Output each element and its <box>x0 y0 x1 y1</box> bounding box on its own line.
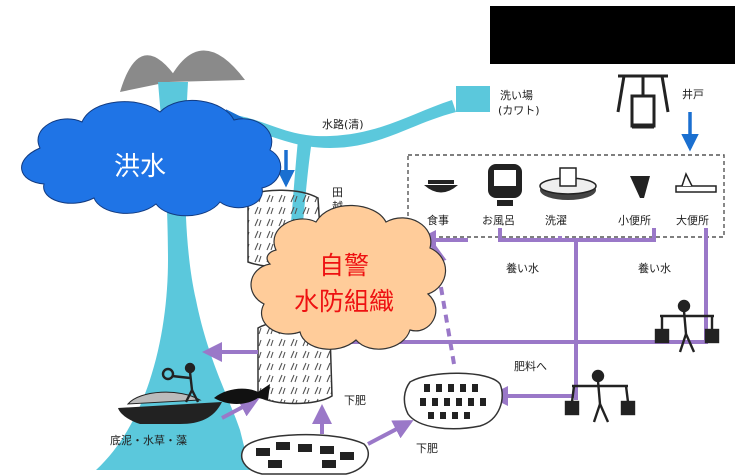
toilet-icon <box>675 172 717 193</box>
town-houses <box>256 442 354 468</box>
vegetable-field <box>403 372 503 430</box>
bath-icon <box>488 164 522 206</box>
purple-arrow-to-plots <box>367 420 414 446</box>
porter-right <box>654 299 720 353</box>
washing-place-basin <box>456 86 490 112</box>
mountain-right <box>168 50 245 82</box>
rice-field-label-2: 越 <box>332 199 343 213</box>
fertilize-label-2: 下肥 <box>416 442 438 455</box>
flood-cloud <box>21 99 282 217</box>
rice-field-label-1: 田 <box>332 186 343 199</box>
well-icon <box>616 74 670 129</box>
porter-middle <box>564 369 636 423</box>
bath-label: お風呂 <box>482 214 515 227</box>
to-fertilizer-label: 肥料へ <box>514 359 547 373</box>
fisher-figure <box>161 362 200 403</box>
waterway-label: 水路(清) <box>322 118 364 131</box>
well-label: 井戸 <box>682 87 704 101</box>
boat <box>118 402 222 424</box>
kawato-label: (カワト) <box>498 104 540 117</box>
household-box <box>407 154 725 238</box>
patrol-label-line1: 自警 <box>319 251 369 280</box>
washing-place-label: 洗い場 <box>500 89 533 102</box>
boat-load <box>126 391 202 405</box>
urinal-icon <box>630 176 650 198</box>
nourish-water-label-1: 養い水 <box>506 261 539 275</box>
fertilize-label-1: 下肥 <box>344 394 366 407</box>
sediment-label: 底泥・水草・藻 <box>110 433 187 447</box>
meal-label: 食事 <box>427 213 449 227</box>
patrol-cloud <box>250 204 447 350</box>
laundry-label: 洗濯 <box>545 214 567 227</box>
purple-arrow-sediment <box>221 398 260 420</box>
urinal-label: 小便所 <box>618 214 651 227</box>
patrol-label-line2: 水防組織 <box>294 287 394 316</box>
toilet-label: 大便所 <box>676 213 709 227</box>
vegetable-plants <box>420 384 486 419</box>
bowl-icon <box>424 180 458 193</box>
fish <box>214 384 270 404</box>
laundry-tub-icon <box>539 167 597 200</box>
black-box <box>490 6 735 64</box>
waterway-channel <box>186 100 456 148</box>
nourish-water-label-2: 養い水 <box>638 261 671 275</box>
river <box>96 82 250 470</box>
flood-label: 洪水 <box>114 152 166 182</box>
